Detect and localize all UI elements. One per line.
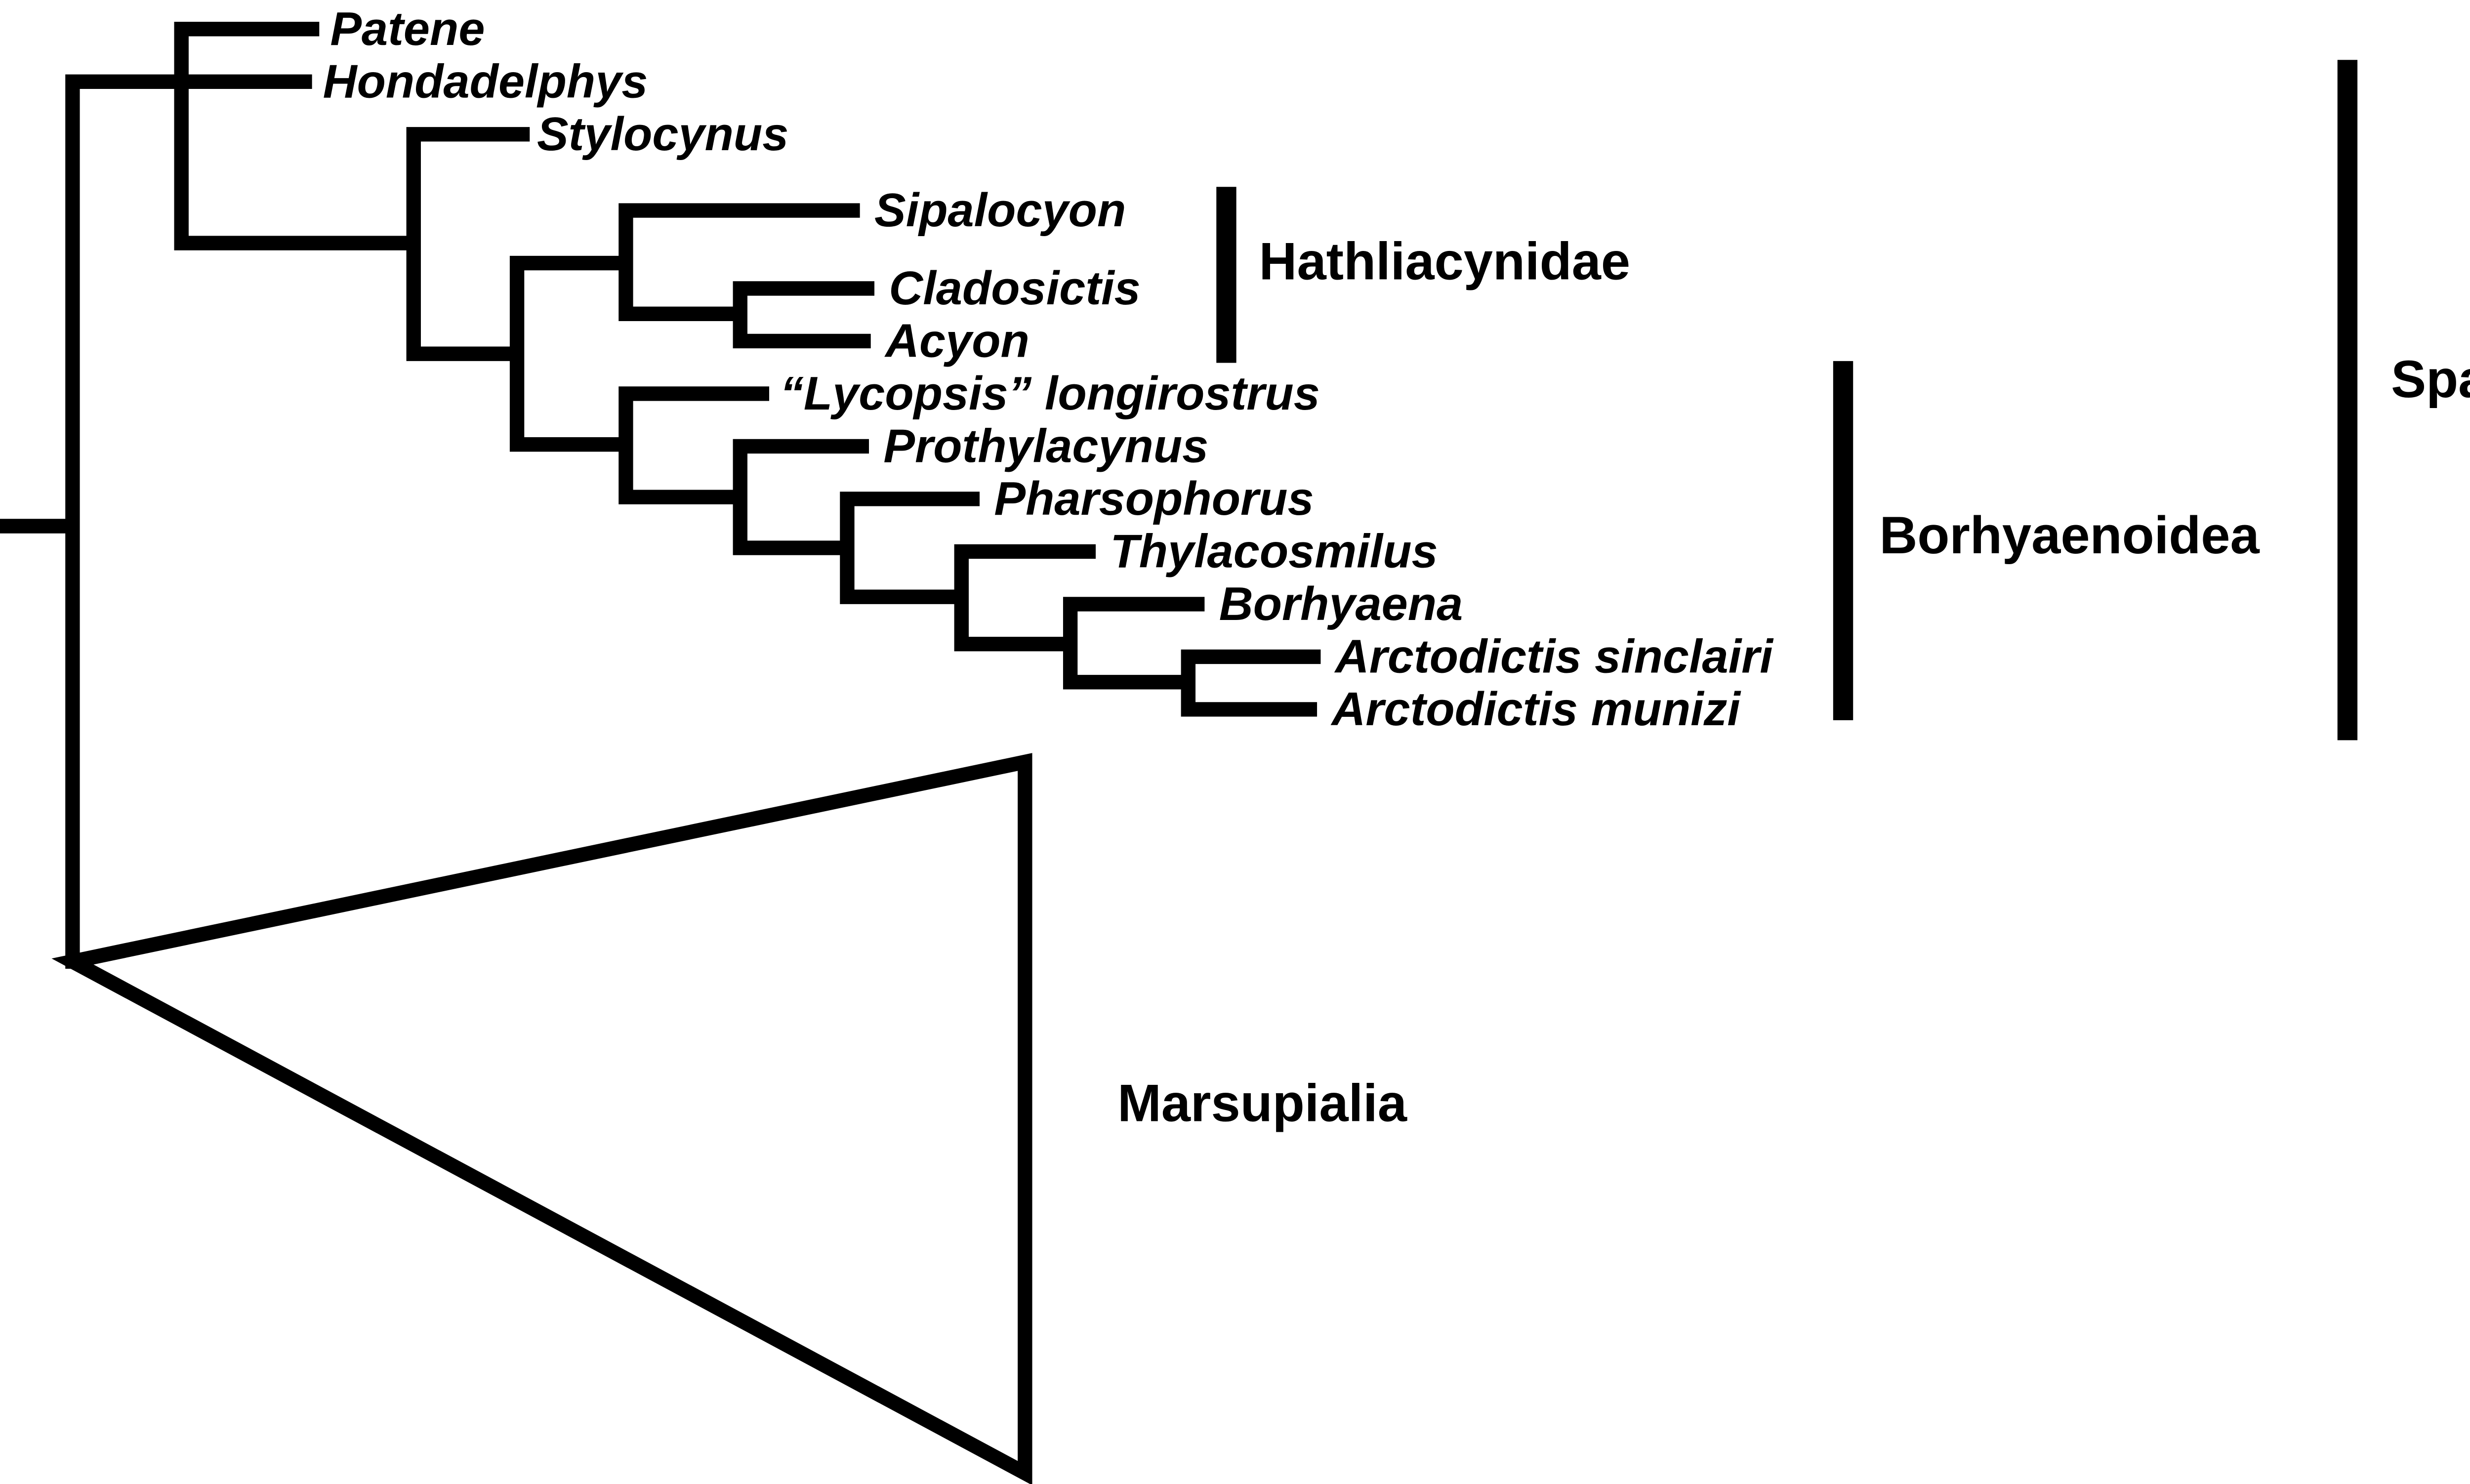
collapsed-clade-triangle bbox=[51, 753, 1032, 1484]
taxon-label-pharsophorus: Pharsophorus bbox=[994, 473, 1314, 525]
taxon-label-patene: Patene bbox=[330, 3, 485, 55]
taxon-label-borhyaena: Borhyaena bbox=[1219, 578, 1463, 630]
taxon-label-stylocynus: Stylocynus bbox=[537, 108, 788, 161]
taxon-label-acyon: Acyon bbox=[884, 315, 1029, 367]
clade-label-borhyaenoidea: Borhyaenoidea bbox=[1879, 506, 2260, 565]
clade-label-sparassodonta: Sparassodonta bbox=[2391, 350, 2470, 409]
taxon-label-hondadelphys: Hondadelphys bbox=[323, 55, 648, 108]
taxon-label-prothylacynus: Prothylacynus bbox=[883, 420, 1208, 472]
taxon-label-lycopsis: “Lycopsis” longirostrus bbox=[780, 368, 1320, 420]
taxon-label-cladosictis: Cladosictis bbox=[889, 262, 1140, 315]
clade-label-marsupialia: Marsupialia bbox=[1117, 1073, 1407, 1132]
taxon-label-thylacosmilus: Thylacosmilus bbox=[1110, 525, 1438, 577]
tree-branches bbox=[0, 22, 1321, 969]
taxon-label-sipalocyon: Sipalocyon bbox=[874, 184, 1126, 237]
taxon-label-arctodictis-sinclairi: Arctodictis sinclairi bbox=[1334, 630, 1774, 683]
taxon-label-arctodictis-munizi: Arctodictis munizi bbox=[1330, 683, 1741, 736]
clade-label-hathliacynidae: Hathliacynidae bbox=[1259, 232, 1631, 290]
